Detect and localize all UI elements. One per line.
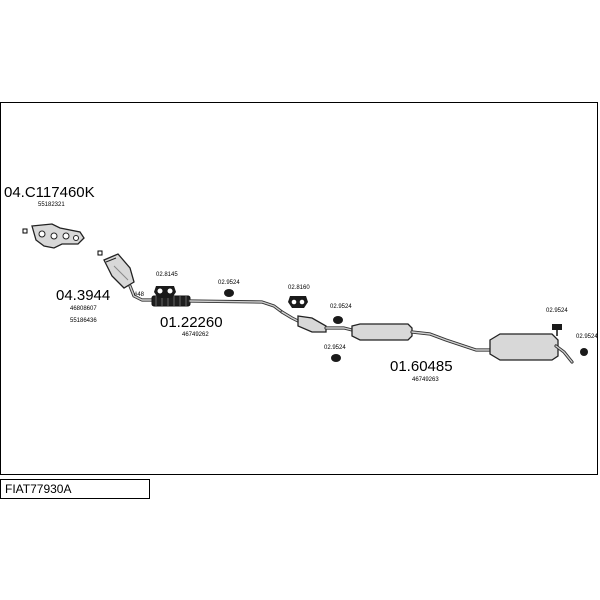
middle-pipe-code: 01.22260 [160, 314, 223, 331]
rubber-4-code: 02.9524 [546, 308, 568, 314]
front-pipe-ref-2: 55186436 [70, 318, 97, 324]
manifold-code: 04.C117460K [4, 184, 95, 201]
rubber-3-code: 02.9524 [324, 345, 346, 351]
exhaust-manifold[interactable] [22, 223, 85, 249]
rubber-mount-3[interactable] [331, 354, 341, 362]
front-pipe-ref-1: 46808607 [70, 306, 97, 312]
rear-silencer-ref: 46749263 [412, 377, 439, 383]
bolt-icon [22, 228, 28, 234]
rubber-mount-4[interactable] [552, 324, 562, 336]
clamp-1-code: 02.8145 [156, 272, 178, 278]
middle-pipe[interactable] [151, 295, 284, 314]
part-code: FIAT77930A [5, 482, 72, 496]
middle-silencer[interactable] [280, 310, 494, 352]
rubber-1-code: 02.9524 [218, 280, 240, 286]
clamp-2-code: 02.8160 [288, 285, 310, 291]
front-pipe-code: 04.3944 [56, 287, 110, 304]
manifold-ref: 55182321 [38, 202, 65, 208]
rubber-mount-1[interactable] [224, 289, 234, 297]
rear-silencer[interactable] [489, 333, 574, 364]
diagram-frame [0, 102, 598, 475]
clamp-2[interactable] [288, 296, 308, 308]
rubber-5-code: 02.9524 [576, 334, 598, 340]
part-code-box: FIAT77930A [0, 479, 150, 499]
rubber-mount-2[interactable] [333, 316, 343, 324]
front-pipe-catalyst[interactable] [97, 250, 154, 302]
rubber-mount-5[interactable] [580, 348, 588, 356]
middle-pipe-ref: 46749262 [182, 332, 209, 338]
clamp-1[interactable] [154, 286, 176, 298]
rubber-2-code: 02.9524 [330, 304, 352, 310]
bolt-icon [97, 250, 103, 256]
rear-silencer-code: 01.60485 [390, 358, 453, 375]
front-pipe-note: #48 [134, 292, 145, 298]
